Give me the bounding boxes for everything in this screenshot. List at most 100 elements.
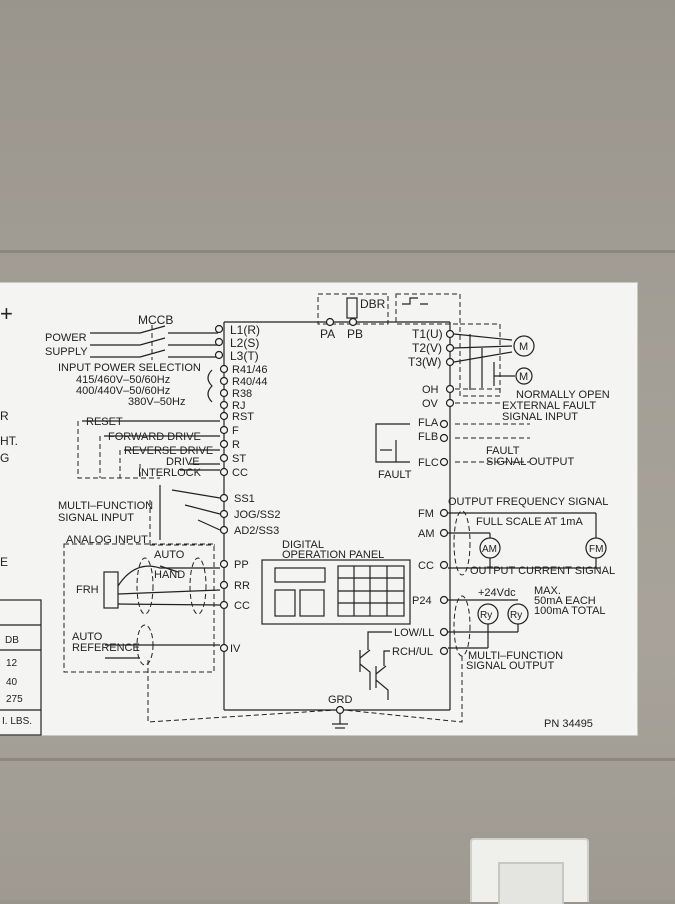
motor-symbol-2: M	[519, 371, 528, 383]
hand-label: HAND	[154, 569, 185, 581]
enclosure-latch	[470, 838, 589, 904]
terminal-r40: R40/44	[232, 376, 267, 388]
meter-wiring	[448, 510, 607, 576]
vdc-label: +24Vdc	[478, 587, 516, 599]
multi-function-output-1: MULTI–FUNCTION	[468, 650, 563, 662]
terminal-iv: IV	[230, 643, 241, 655]
dbr-resistor	[317, 293, 389, 327]
motor-symbol-1: M	[519, 341, 528, 353]
output-frequency-signal: OUTPUT FREQUENCY SIGNAL	[448, 496, 608, 508]
voltage-400: 400/440V–50/60Hz	[76, 385, 170, 397]
selection-jumper	[207, 369, 213, 403]
left-terminal-markers	[214, 324, 229, 653]
digital-label: DIGITAL	[282, 539, 324, 551]
terminal-rst: RST	[232, 411, 254, 423]
drive-label: DRIVE	[166, 456, 200, 468]
terminal-l3: L3(T)	[230, 349, 259, 363]
auto-label: AUTO	[154, 549, 185, 561]
terminal-pa: PA	[320, 327, 335, 341]
analog-input-wiring	[103, 557, 221, 666]
terminal-r: R	[232, 439, 240, 451]
fm-meter-label: FM	[589, 544, 603, 555]
mccb-breaker	[90, 325, 218, 360]
hundred-ma-label: 100mA TOTAL	[534, 605, 606, 617]
terminal-r38: R38	[232, 388, 252, 400]
multi-function-output-2: SIGNAL OUTPUT	[466, 660, 554, 672]
table-cell-40: 40	[6, 677, 18, 688]
normally-open-label: NORMALLY OPEN	[516, 389, 610, 401]
frh-label: FRH	[76, 584, 99, 596]
terminal-p24: P24	[412, 595, 432, 607]
terminal-pb: PB	[347, 327, 363, 341]
auto-reference-1: AUTO	[72, 631, 103, 643]
analog-input-box	[63, 543, 215, 673]
terminal-fm: FM	[418, 508, 434, 520]
terminal-pp: PP	[234, 559, 249, 571]
wiring-label-plate	[0, 283, 637, 735]
left-fragment-g: G	[0, 451, 9, 465]
terminal-l1: L1(R)	[230, 323, 260, 337]
table-cell-275: 275	[6, 694, 23, 705]
relay-label-1: Ry	[480, 610, 492, 621]
digital-operation-panel	[261, 559, 411, 625]
table-header-db: DB	[5, 635, 19, 646]
fault-label: FAULT	[378, 469, 412, 481]
max-label: MAX.	[534, 585, 561, 597]
terminal-cc: CC	[232, 467, 248, 479]
terminal-am: AM	[418, 528, 435, 540]
terminal-rj: RJ	[232, 400, 245, 412]
fault-output-label-1: FAULT	[486, 445, 520, 457]
terminal-t3: T3(W)	[408, 355, 441, 369]
left-fragment-ht: HT.	[0, 434, 18, 448]
terminal-t1: T1(U)	[412, 327, 443, 341]
multi-function-input-1: MULTI–FUNCTION	[58, 500, 153, 512]
thermal-relay	[395, 293, 461, 325]
part-number: PN 34495	[544, 718, 593, 730]
terminal-flc: FLC	[418, 457, 439, 469]
mccb-label: MCCB	[138, 313, 173, 327]
terminal-st: ST	[232, 453, 246, 465]
terminal-cc-analog: CC	[234, 600, 250, 612]
supply-label: SUPPLY	[45, 346, 88, 358]
fault-output-label-2: SIGNAL OUTPUT	[486, 456, 574, 468]
terminal-ad2-ss3: AD2/SS3	[234, 525, 279, 537]
output-current-signal: OUTPUT CURRENT SIGNAL	[470, 565, 615, 577]
voltage-380: 380V–50Hz	[128, 396, 186, 408]
enclosure-seam-bottom	[0, 758, 675, 761]
terminal-f: F	[232, 425, 239, 437]
terminal-fla: FLA	[418, 417, 439, 429]
terminal-ov: OV	[422, 398, 439, 410]
terminal-l2: L2(S)	[230, 336, 259, 350]
analog-input-label: ANALOG INPUT	[66, 534, 148, 546]
left-fragment-e: E	[0, 555, 8, 569]
reverse-drive-label: REVERSE DRIVE	[124, 445, 213, 457]
multi-function-input-2: SIGNAL INPUT	[58, 512, 134, 524]
enclosure-seam-top	[0, 250, 675, 253]
terminal-cc-right: CC	[418, 560, 434, 572]
terminal-oh: OH	[422, 384, 439, 396]
left-edge-plus: +	[0, 301, 13, 326]
ground-wiring	[147, 656, 463, 729]
ss-input-wiring	[149, 485, 221, 546]
relay-label-2: Ry	[510, 610, 522, 621]
operation-panel-label: OPERATION PANEL	[282, 549, 384, 561]
terminal-r41: R41/46	[232, 364, 267, 376]
terminal-jog-ss2: JOG/SS2	[234, 509, 280, 521]
table-cell-12: 12	[6, 658, 18, 669]
ground-label: GRD	[328, 694, 353, 706]
am-meter-label: AM	[482, 544, 497, 555]
control-input-wiring	[77, 420, 220, 479]
terminal-rr: RR	[234, 580, 250, 592]
table-cell-lbs: I. LBS.	[2, 716, 32, 727]
dbr-label: DBR	[360, 297, 386, 311]
forward-drive-label: FORWARD DRIVE	[108, 431, 201, 443]
power-label: POWER	[45, 332, 87, 344]
interlock-label: INTERLOCK	[138, 467, 202, 479]
auto-reference-2: REFERENCE	[72, 642, 140, 654]
terminal-t2: T2(V)	[412, 341, 442, 355]
input-power-selection: INPUT POWER SELECTION	[58, 362, 201, 374]
terminal-flb: FLB	[418, 431, 438, 443]
open-collector-transistors	[359, 631, 392, 700]
latch-clip	[498, 862, 564, 904]
left-fragment-r: R	[0, 409, 9, 423]
